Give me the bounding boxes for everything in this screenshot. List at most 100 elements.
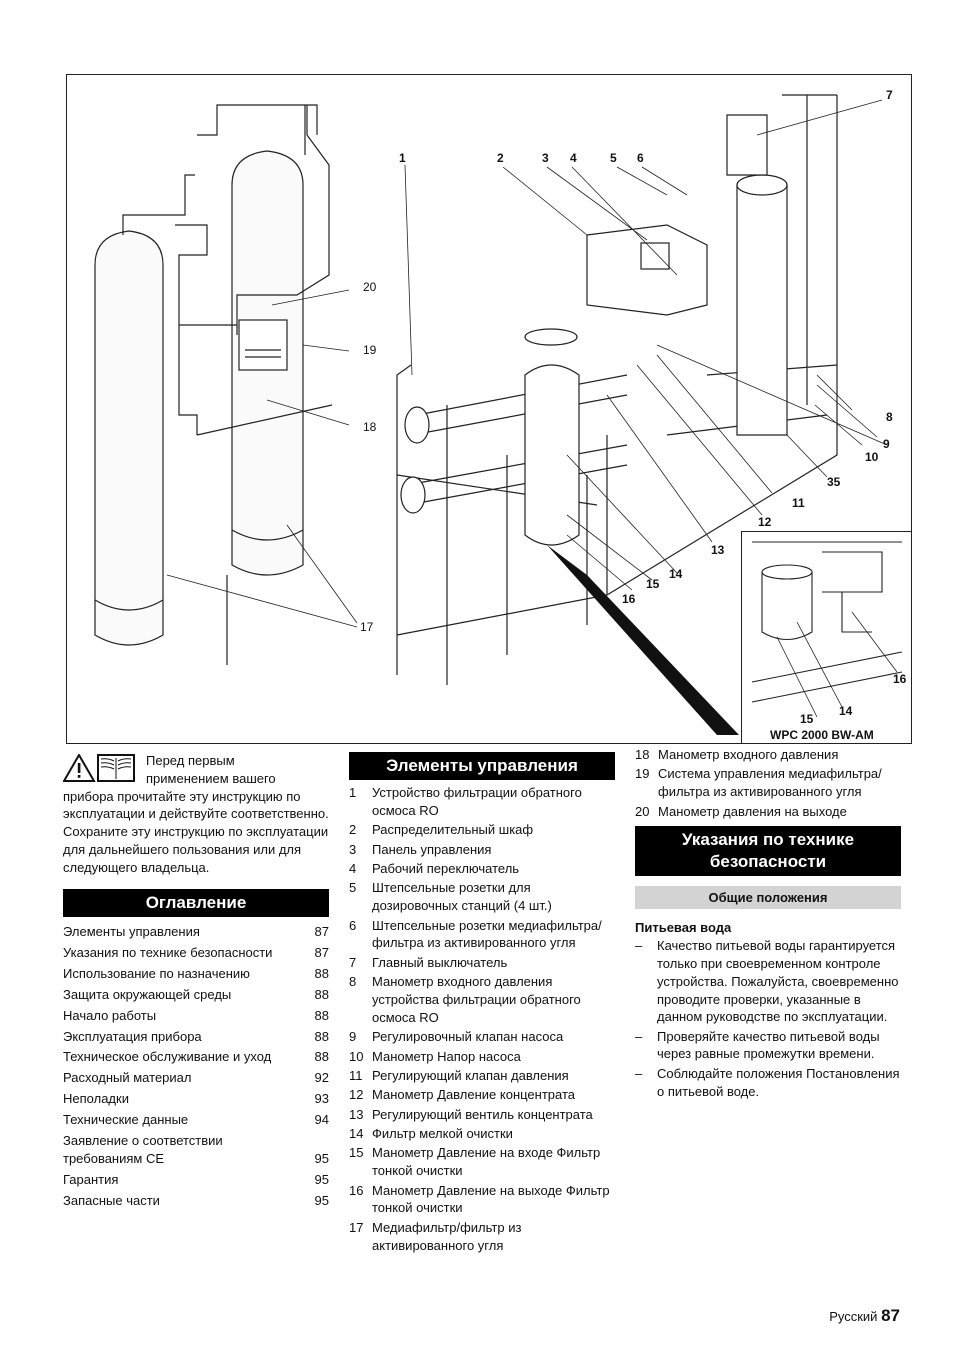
item-number: 6 bbox=[349, 917, 357, 933]
toc-page: 95 bbox=[314, 1172, 329, 1188]
item-number: 2 bbox=[349, 822, 357, 838]
toc-label: Эксплуатация прибора bbox=[63, 1028, 202, 1044]
callout: 11 bbox=[792, 496, 805, 510]
item-number: 5 bbox=[349, 880, 357, 896]
page-number: 87 bbox=[881, 1306, 900, 1325]
item-number: 4 bbox=[349, 860, 357, 876]
left-column: Перед первым применением вашего прибора … bbox=[63, 752, 329, 1213]
item-text: Распределительный шкаф bbox=[372, 822, 534, 838]
intro-notice: Перед первым применением вашего прибора … bbox=[63, 752, 329, 877]
list-item: 8 Манометр входного давления устройства ф… bbox=[349, 973, 615, 1026]
item-number: 10 bbox=[349, 1048, 364, 1064]
item-text: Манометр входного давления bbox=[658, 747, 839, 762]
item-text: Манометр Напор насоса bbox=[372, 1048, 521, 1064]
intro-line: применением вашего bbox=[146, 770, 276, 786]
toc-page: 88 bbox=[314, 986, 329, 1002]
item-number: 1 bbox=[349, 785, 357, 800]
list-item: 6 Штепсельные розетки медиафильтра/фильтр… bbox=[349, 917, 615, 953]
intro-text: прибора прочитайте эту инструкцию по экс… bbox=[63, 788, 329, 875]
pump bbox=[736, 184, 788, 436]
figure-drawing bbox=[94, 94, 888, 735]
item-text: Манометр входного давления устройства фи… bbox=[372, 974, 581, 1025]
callout: 3 bbox=[542, 151, 549, 165]
list-item: –Качество питьевой воды гарантируется то… bbox=[635, 937, 901, 1026]
toc-item[interactable]: Гарантия 95 bbox=[63, 1171, 329, 1189]
drinking-water-heading: Питьевая вода bbox=[635, 920, 732, 936]
item-text: Регулирующий клапан давления bbox=[372, 1067, 569, 1083]
callout: 17 bbox=[360, 620, 374, 634]
item-text: Манометр давления на выходе bbox=[658, 803, 847, 819]
toc-label: Расходный материал bbox=[63, 1070, 192, 1086]
toc-page: 95 bbox=[314, 1193, 329, 1209]
dash-bullet: – bbox=[635, 1065, 643, 1081]
distribution-cabinet bbox=[586, 224, 708, 316]
toc-label: Техническое обслуживание и уход bbox=[63, 1049, 272, 1065]
item-text: Манометр Давление на выходе Фильтр тонко… bbox=[372, 1182, 610, 1216]
item-text: Манометр Давление концентрата bbox=[372, 1087, 576, 1103]
callout: 15 bbox=[646, 577, 660, 591]
callout: 12 bbox=[758, 515, 772, 529]
callout: 14 bbox=[669, 567, 683, 581]
callout: 19 bbox=[363, 343, 377, 357]
item-number: 8 bbox=[349, 974, 357, 990]
toc-item[interactable]: Использование по назначению 88 bbox=[63, 965, 329, 983]
callout: 13 bbox=[711, 543, 725, 557]
callout: 1 bbox=[399, 151, 406, 165]
item-text: Соблюдайте положения Постановления о пит… bbox=[657, 1065, 900, 1099]
footer-language: Русский bbox=[829, 1309, 878, 1324]
item-text: Система управления медиафильтра/фильтра … bbox=[658, 766, 882, 800]
item-number: 17 bbox=[349, 1219, 364, 1235]
safety-list: –Качество питьевой воды гарантируется то… bbox=[635, 937, 901, 1100]
control-box-19 bbox=[238, 319, 288, 371]
safety-subtitle: Общие положения bbox=[635, 886, 901, 910]
toc-label: Защита окружающей среды bbox=[63, 986, 232, 1002]
toc-item[interactable]: Начало работы 88 bbox=[63, 1007, 329, 1025]
item-text: Панель управления bbox=[372, 841, 492, 857]
toc-page: 87 bbox=[314, 923, 329, 939]
toc-page: 88 bbox=[314, 1007, 329, 1023]
item-number: 7 bbox=[349, 954, 357, 970]
list-item: –Проверяйте качество питьевой воды через… bbox=[635, 1028, 901, 1064]
list-item: 2 Распределительный шкаф bbox=[349, 821, 615, 839]
item-text: Манометр Давление на входе Фильтр тонкой… bbox=[372, 1145, 601, 1179]
callout: 16 bbox=[622, 592, 636, 606]
item-text: Штепсельные розетки медиафильтра/фильтра… bbox=[372, 917, 602, 951]
dash-bullet: – bbox=[635, 1028, 643, 1044]
item-text: Фильтр мелкой очистки bbox=[372, 1126, 513, 1142]
toc-label: Начало работы bbox=[63, 1007, 157, 1023]
toc-label: Элементы управления bbox=[63, 923, 200, 939]
inset-callout: 14 bbox=[839, 704, 853, 718]
inset-callout: 16 bbox=[893, 672, 907, 686]
toc-item[interactable]: Элементы управления 87 bbox=[63, 923, 329, 941]
callout: 8 bbox=[886, 410, 893, 424]
toc-page: 88 bbox=[314, 965, 329, 981]
left-tank bbox=[94, 230, 164, 646]
warning-read-manual-icon bbox=[63, 754, 135, 782]
inset-callout: 15 bbox=[800, 712, 814, 726]
item-number: 14 bbox=[349, 1126, 364, 1142]
toc-label: Использование по назначению bbox=[63, 965, 250, 981]
item-text: Регулирующий вентиль концентрата bbox=[372, 1106, 593, 1122]
toc-label: Гарантия bbox=[63, 1172, 119, 1188]
toc-item[interactable]: Защита окружающей среды 88 bbox=[63, 986, 329, 1004]
